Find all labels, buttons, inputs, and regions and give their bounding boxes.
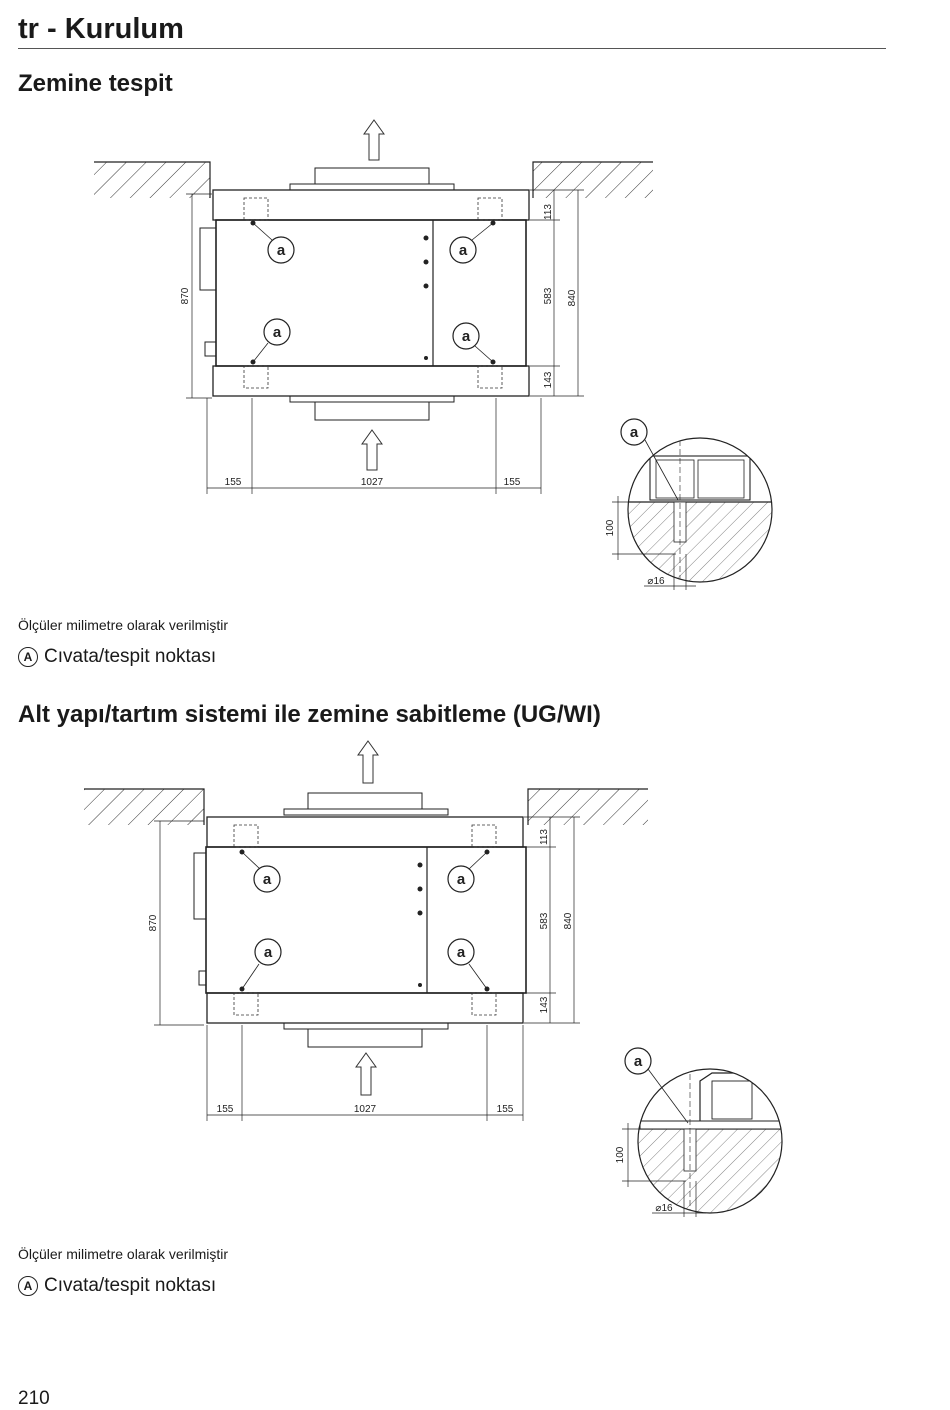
callout-a-4: a [447,938,475,966]
legend-bolt-point: A Cıvata/tespit noktası [18,645,216,669]
dim-840: 840 [563,912,574,929]
section-title-floor-fixing: Zemine tespit [18,70,173,97]
svg-text:a: a [457,944,466,961]
control-knobs [423,235,429,360]
callout-a-2: a [447,865,475,893]
dim-100: 100 [605,519,616,536]
units-note: Ölçüler milimetre olarak verilmiştir [18,617,229,633]
callout-a-3: a [263,318,291,346]
dim-155-left: 155 [225,477,242,488]
callout-leaders [252,222,494,363]
arrow-up-bottom [361,429,383,471]
dim-113: 113 [539,829,550,845]
legend-text: Cıvata/tespit noktası [44,1275,217,1296]
duct-top [314,167,430,187]
callout-a-4: a [452,322,480,350]
callout-a-3: a [254,938,282,966]
svg-text:a: a [263,871,272,888]
dim-113: 113 [543,204,554,220]
svg-text:a: a [457,871,466,888]
callout-a-1: a [267,236,295,264]
arrow-up-top [363,119,385,161]
wall-right [532,161,653,198]
page-header: tr - Kurulum [18,10,886,49]
dim-dia16: ⌀16 [655,1203,673,1214]
dim-840: 840 [567,289,578,306]
machine-outline [199,189,530,397]
wall-left [84,788,205,825]
units-note: Ölçüler milimetre olarak verilmiştir [18,1246,229,1262]
legend-badge: A [18,647,38,667]
dim-583: 583 [543,287,554,304]
svg-text:a: a [273,324,282,341]
legend-bolt-point: A Cıvata/tespit noktası [18,1274,216,1298]
dim-155-right: 155 [504,477,521,488]
legend-text: Cıvata/tespit noktası [44,646,217,667]
detail-view: a 100 ⌀16 [605,418,773,590]
callout-leaders [241,851,488,990]
dimension-lines [154,816,580,1121]
dim-1027: 1027 [361,477,384,488]
svg-text:a: a [277,242,286,259]
svg-text:a: a [630,424,639,441]
svg-text:a: a [264,944,273,961]
wall-left [94,161,211,198]
control-knobs [417,862,423,987]
dim-155-right: 155 [497,1104,514,1115]
dim-143: 143 [543,371,554,388]
dim-143: 143 [539,996,550,1013]
page-number: 210 [18,1388,50,1409]
svg-text:a: a [462,328,471,345]
dim-583: 583 [539,912,550,929]
dim-870: 870 [180,287,191,304]
dimension-lines [186,189,584,494]
svg-text:a: a [634,1053,643,1070]
dim-dia16: ⌀16 [647,576,665,587]
anchor-brackets [233,824,497,1016]
anchor-brackets [243,197,503,389]
duct-top [307,792,423,812]
header-title: tr - Kurulum [18,13,184,45]
dim-155-left: 155 [217,1104,234,1115]
legend-badge: A [18,1276,38,1296]
dim-1027: 1027 [354,1104,377,1115]
duct-bottom [307,1028,423,1048]
drawing-substructure-fixing: a a a a 870 113 583 840 143 155 1027 155 [0,735,950,1230]
arrow-up-bottom [355,1052,377,1096]
arrow-up-top [357,740,379,784]
wall-right [527,788,648,825]
section-title-substructure-fixing: Alt yapı/tartım sistemi ile zemine sabit… [18,701,601,728]
detail-view: a 100 ⌀16 [615,1047,783,1217]
dim-870: 870 [148,914,159,931]
svg-text:a: a [459,242,468,259]
duct-bottom [314,401,430,421]
machine-outline [193,816,527,1024]
callout-a-2: a [449,236,477,264]
dim-100: 100 [615,1146,626,1163]
callout-a-1: a [253,865,281,893]
drawing-floor-fixing: a a a a 870 113 583 840 143 155 1027 155 [0,110,950,600]
